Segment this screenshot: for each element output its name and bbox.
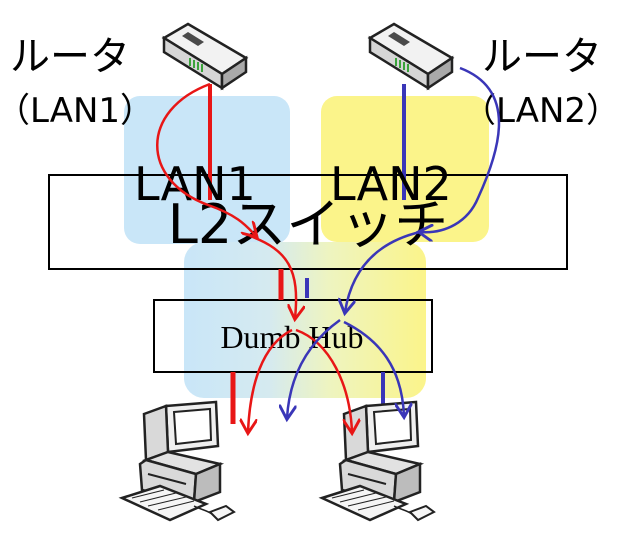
dumb-hub-label: Dumb Hub [220,319,363,355]
pc-right-icon [320,400,436,522]
l2-switch-box [48,174,568,270]
lan1-flow-hub-to-right-pc [295,328,352,432]
lan1-flow-switch-to-hub [249,234,296,318]
lan1-flow-router-to-switch [156,82,256,236]
router-right-lan-label: （LAN2） [462,91,620,131]
vlan1-label: LAN1 [134,157,256,211]
lan1-region [124,96,290,244]
router-left-icon [162,22,248,90]
lan2-flow-hub-to-right-pc [343,320,404,416]
lan2-flow-switch-to-hub [345,230,421,312]
lan1-flow-hub-to-left-pc [248,328,293,432]
lan2-flow-router-to-switch [420,66,501,232]
pc-left-icon [120,400,236,522]
l2-switch-label: L2スイッチ [168,193,448,256]
router-right-icon [368,22,454,90]
vlan2-label: LAN2 [330,157,452,211]
router-left-lan-label: （LAN1） [0,91,154,131]
router-left-label: ルータ [10,34,130,80]
lan2-flow-hub-to-left-pc [287,318,341,418]
dumb-hub-box [153,299,433,373]
router-right-label: ルータ [482,34,602,80]
